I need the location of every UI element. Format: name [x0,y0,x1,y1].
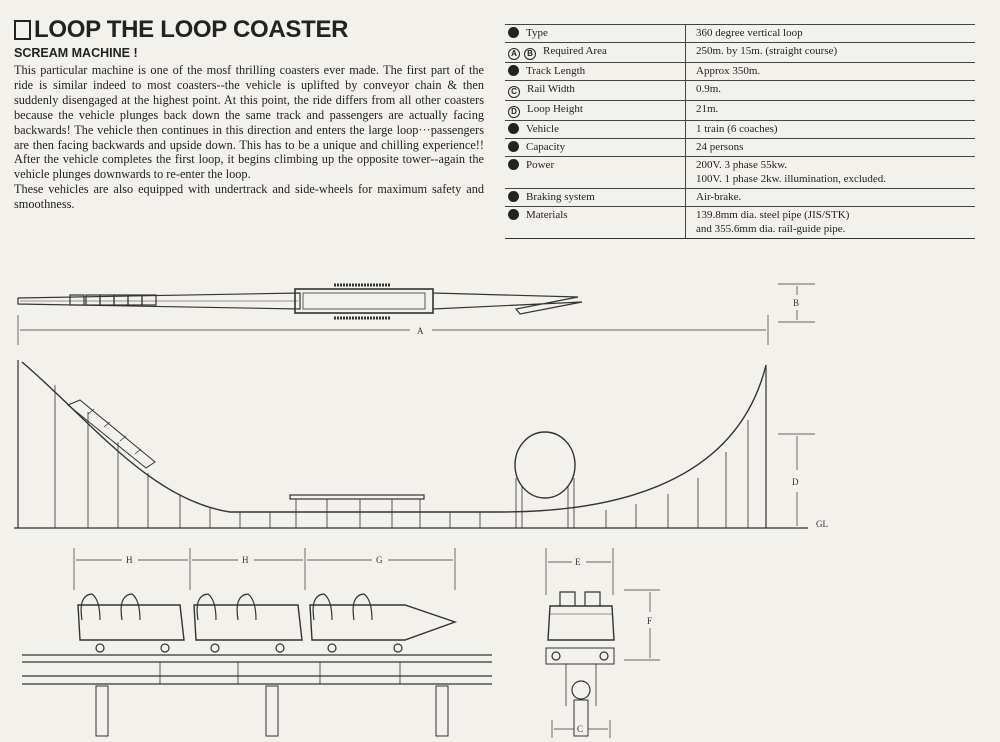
dim-label-a: A [417,326,424,336]
spec-label: Rail Width [527,83,575,95]
elevation-view: D GL [14,360,828,529]
bullet-icon [508,191,519,202]
dim-label-g: G [376,555,383,565]
bullet-icon [508,159,519,170]
spec-label: Materials [526,209,568,221]
dim-label-d: D [792,477,799,487]
vehicle-front-view: E C F [545,548,660,738]
dim-label-gl: GL [816,519,828,529]
spec-label-cell: C Rail Width [505,80,686,101]
plan-view: A B [17,283,815,345]
dim-label-h-2: H [242,555,249,565]
dim-label-f: F [647,616,652,626]
dimension-marker-icon: C [508,86,520,98]
spec-value: 21m. [696,103,719,115]
spec-value: and 355.6mm dia. rail-guide pipe. [696,223,846,235]
bullet-icon [508,123,519,134]
dim-label-c: C [577,724,583,734]
spec-value: 250m. by 15m. (straight course) [696,45,838,57]
spec-label: Braking system [526,191,595,203]
spec-label-cell: Materials [505,206,686,239]
spec-value: 360 degree vertical loop [696,27,803,39]
vehicle-side-view: H H G [22,548,492,737]
spec-value: 200V. 3 phase 55kw. [696,159,788,171]
spec-row: Type 360 degree vertical loop [505,24,975,43]
bullet-icon [508,209,519,220]
dim-label-e: E [575,557,581,567]
dimension-marker-icon: A [508,48,520,60]
subtitle: SCREAM MACHINE ! [14,46,138,60]
spec-label: Power [526,159,555,171]
spec-value: 1 train (6 coaches) [696,123,778,135]
bullet-icon [508,27,519,38]
dim-label-h-1: H [126,555,133,565]
spec-label-cell: D Loop Height [505,100,686,121]
spec-label-cell: Track Length [505,62,686,81]
spec-value-cell: 24 persons [685,138,975,157]
title-box-icon [14,20,31,40]
spec-value: 24 persons [696,141,744,153]
dimension-marker-icon: D [508,106,520,118]
description: This particular machine is one of the mo… [14,63,484,212]
spec-value-cell: 360 degree vertical loop [685,24,975,43]
spec-row: Power 200V. 3 phase 55kw. 100V. 1 phase 2k… [505,156,975,189]
page-title: LOOP THE LOOP COASTER [14,16,348,44]
spec-value: 0.9m. [696,83,722,95]
spec-row: C Rail Width 0.9m. [505,80,975,101]
dimension-marker-icon: B [524,48,536,60]
bullet-icon [508,65,519,76]
dim-label-b: B [793,298,799,308]
spec-label: Vehicle [526,123,559,135]
spec-value: Approx 350m. [696,65,761,77]
spec-value: 100V. 1 phase 2kw. illumination, exclude… [696,173,887,185]
spec-row: Capacity 24 persons [505,138,975,157]
bullet-icon [508,141,519,152]
spec-label: Required Area [543,45,607,57]
spec-value: Air-brake. [696,191,742,203]
description-paragraph-2: These vehicles are also equipped with un… [14,182,484,212]
spec-value-cell: 139.8mm dia. steel pipe (JIS/STK) and 355… [685,206,975,239]
spec-label: Type [526,27,548,39]
description-paragraph-1: This particular machine is one of the mo… [14,63,484,182]
spec-label: Track Length [526,65,586,77]
spec-value: 139.8mm dia. steel pipe (JIS/STK) [696,209,850,221]
spec-row: Track Length Approx 350m. [505,62,975,81]
spec-label: Loop Height [527,103,583,115]
spec-row: Materials 139.8mm dia. steel pipe (JIS/ST… [505,206,975,239]
spec-label: Capacity [526,141,566,153]
title-text: LOOP THE LOOP COASTER [34,16,349,43]
